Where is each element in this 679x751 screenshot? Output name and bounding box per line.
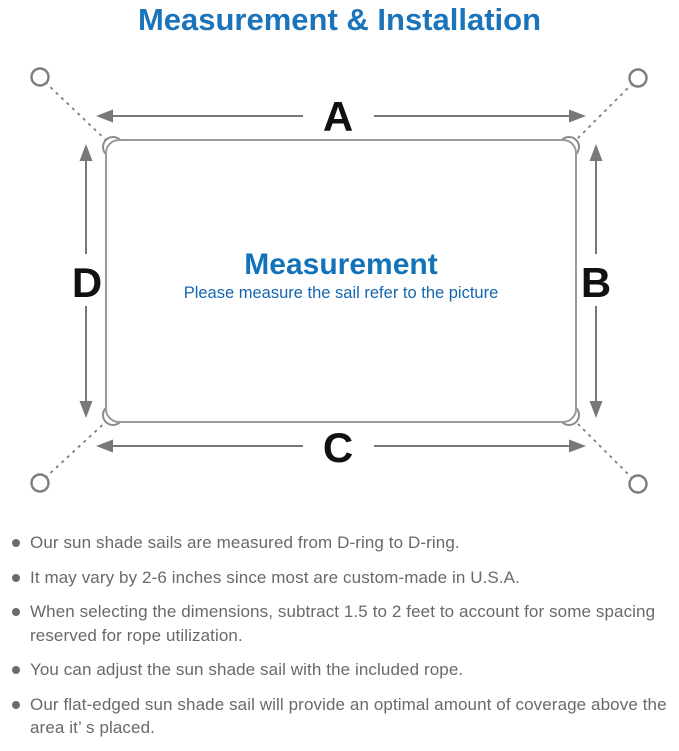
- bullet-dot-icon: [12, 700, 20, 709]
- dimension-label-a: A: [323, 93, 353, 140]
- page-title: Measurement & Installation: [137, 2, 542, 37]
- sail-outline: [105, 139, 577, 423]
- anchor-point-circle-top-left: [30, 67, 50, 87]
- bullet-dot-icon: [12, 608, 20, 616]
- rope-dashed-line-top-left: [44, 81, 111, 145]
- arrow-head-bottom-of-B: [589, 401, 603, 418]
- diagram-center-title: Measurement: [244, 248, 437, 281]
- anchor-point-circle-bottom-left: [30, 473, 50, 493]
- bullet-item: When selecting the dimensions, subtract …: [12, 600, 670, 647]
- bullet-text: When selecting the dimensions, subtract …: [30, 602, 656, 645]
- rope-dashed-line-bottom-left: [44, 417, 111, 479]
- anchor-point-circle-top-right: [628, 68, 648, 88]
- instruction-bullet-list: Our sun shade sails are measured from D-…: [12, 531, 670, 751]
- bullet-item: Our flat-edged sun shade sail will provi…: [12, 693, 670, 740]
- bullet-item: Our sun shade sails are measured from D-…: [12, 531, 670, 555]
- arrow-head-left-of-C: [96, 439, 113, 453]
- arrow-head-right-of-A: [569, 109, 586, 123]
- bullet-dot-icon: [12, 539, 20, 547]
- diagram-center-subtitle: Please measure the sail refer to the pic…: [184, 284, 499, 302]
- anchor-point-circle-bottom-right: [628, 474, 648, 494]
- bullet-text: You can adjust the sun shade sail with t…: [30, 660, 464, 679]
- dimension-label-c: C: [323, 424, 353, 471]
- arrow-head-right-of-C: [569, 439, 586, 453]
- bullet-item: You can adjust the sun shade sail with t…: [12, 658, 670, 682]
- bullet-item: It may vary by 2-6 inches since most are…: [12, 566, 670, 590]
- arrow-head-top-of-B: [589, 144, 603, 161]
- dimension-label-b: B: [581, 259, 611, 306]
- bullet-text: It may vary by 2-6 inches since most are…: [30, 567, 520, 587]
- arrow-head-top-of-D: [79, 144, 93, 161]
- bullet-dot-icon: [12, 666, 20, 674]
- bullet-text: Our sun shade sails are measured from D-…: [30, 533, 460, 552]
- bullet-text: Our flat-edged sun shade sail will provi…: [30, 694, 667, 738]
- arrow-head-left-of-A: [96, 109, 113, 123]
- arrow-head-bottom-of-D: [79, 401, 93, 418]
- bullet-dot-icon: [12, 573, 20, 582]
- dimension-label-d: D: [72, 259, 102, 306]
- rope-dashed-line-bottom-right: [571, 417, 634, 480]
- measurement-diagram: A C D B Measurement Please measure the s…: [30, 67, 648, 494]
- rope-dashed-line-top-right: [571, 82, 634, 145]
